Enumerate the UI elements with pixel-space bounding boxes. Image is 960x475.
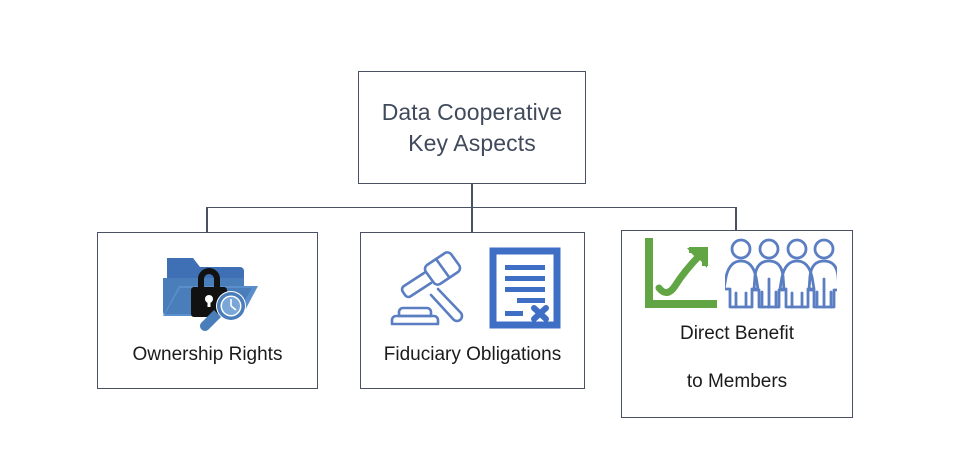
ownership-icon-group bbox=[98, 233, 317, 342]
root-title-line1: Data Cooperative bbox=[381, 98, 563, 125]
child-node-fiduciary-obligations: Fiduciary Obligations bbox=[360, 232, 585, 389]
connector-left-branch bbox=[206, 206, 208, 233]
document-contract-icon bbox=[489, 247, 560, 328]
child-node-ownership-rights: Ownership Rights bbox=[97, 232, 318, 389]
folder-lock-icon bbox=[162, 257, 258, 331]
child-label-fiduciary-obligations: Fiduciary Obligations bbox=[383, 344, 562, 365]
connector-right-branch bbox=[735, 206, 737, 231]
growth-chart-icon bbox=[645, 238, 717, 308]
root-node: Data Cooperative Key Aspects bbox=[358, 71, 586, 184]
gavel-icon bbox=[390, 250, 463, 325]
people-group-icon bbox=[725, 238, 837, 309]
root-title-line2: Key Aspects bbox=[408, 129, 536, 156]
magnifier-glyph bbox=[199, 290, 246, 331]
child-node-direct-benefit: Direct Benefit to Members bbox=[621, 230, 853, 418]
connector-horizontal-bus bbox=[206, 206, 736, 209]
child-label-direct-benefit-line2: to Members bbox=[686, 371, 788, 392]
child-label-ownership-rights: Ownership Rights bbox=[132, 344, 283, 365]
child-label-direct-benefit-line1: Direct Benefit bbox=[679, 323, 795, 344]
direct-benefit-icon-group bbox=[622, 231, 852, 321]
fiduciary-icon-group bbox=[361, 233, 584, 342]
